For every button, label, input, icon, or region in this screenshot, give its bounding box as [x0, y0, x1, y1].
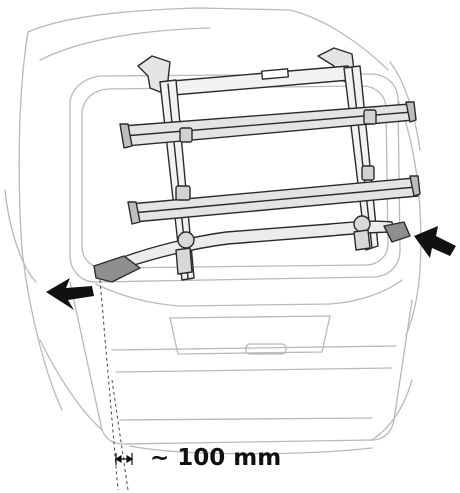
measurement-dimension: [114, 453, 134, 465]
bike-rack: [93, 47, 421, 283]
right-push-arrow-icon: [414, 226, 456, 258]
left-foot-pad: [93, 255, 141, 283]
left-push-arrow-icon: [46, 278, 94, 310]
lower-support-bar: [109, 220, 395, 273]
van-rear-outline: [4, 7, 422, 455]
right-foot-pad: [383, 221, 411, 243]
upper-frame-bar: [159, 65, 351, 97]
measurement-guides: [99, 279, 129, 491]
measurement-label: ~ 100 mm: [150, 445, 282, 471]
